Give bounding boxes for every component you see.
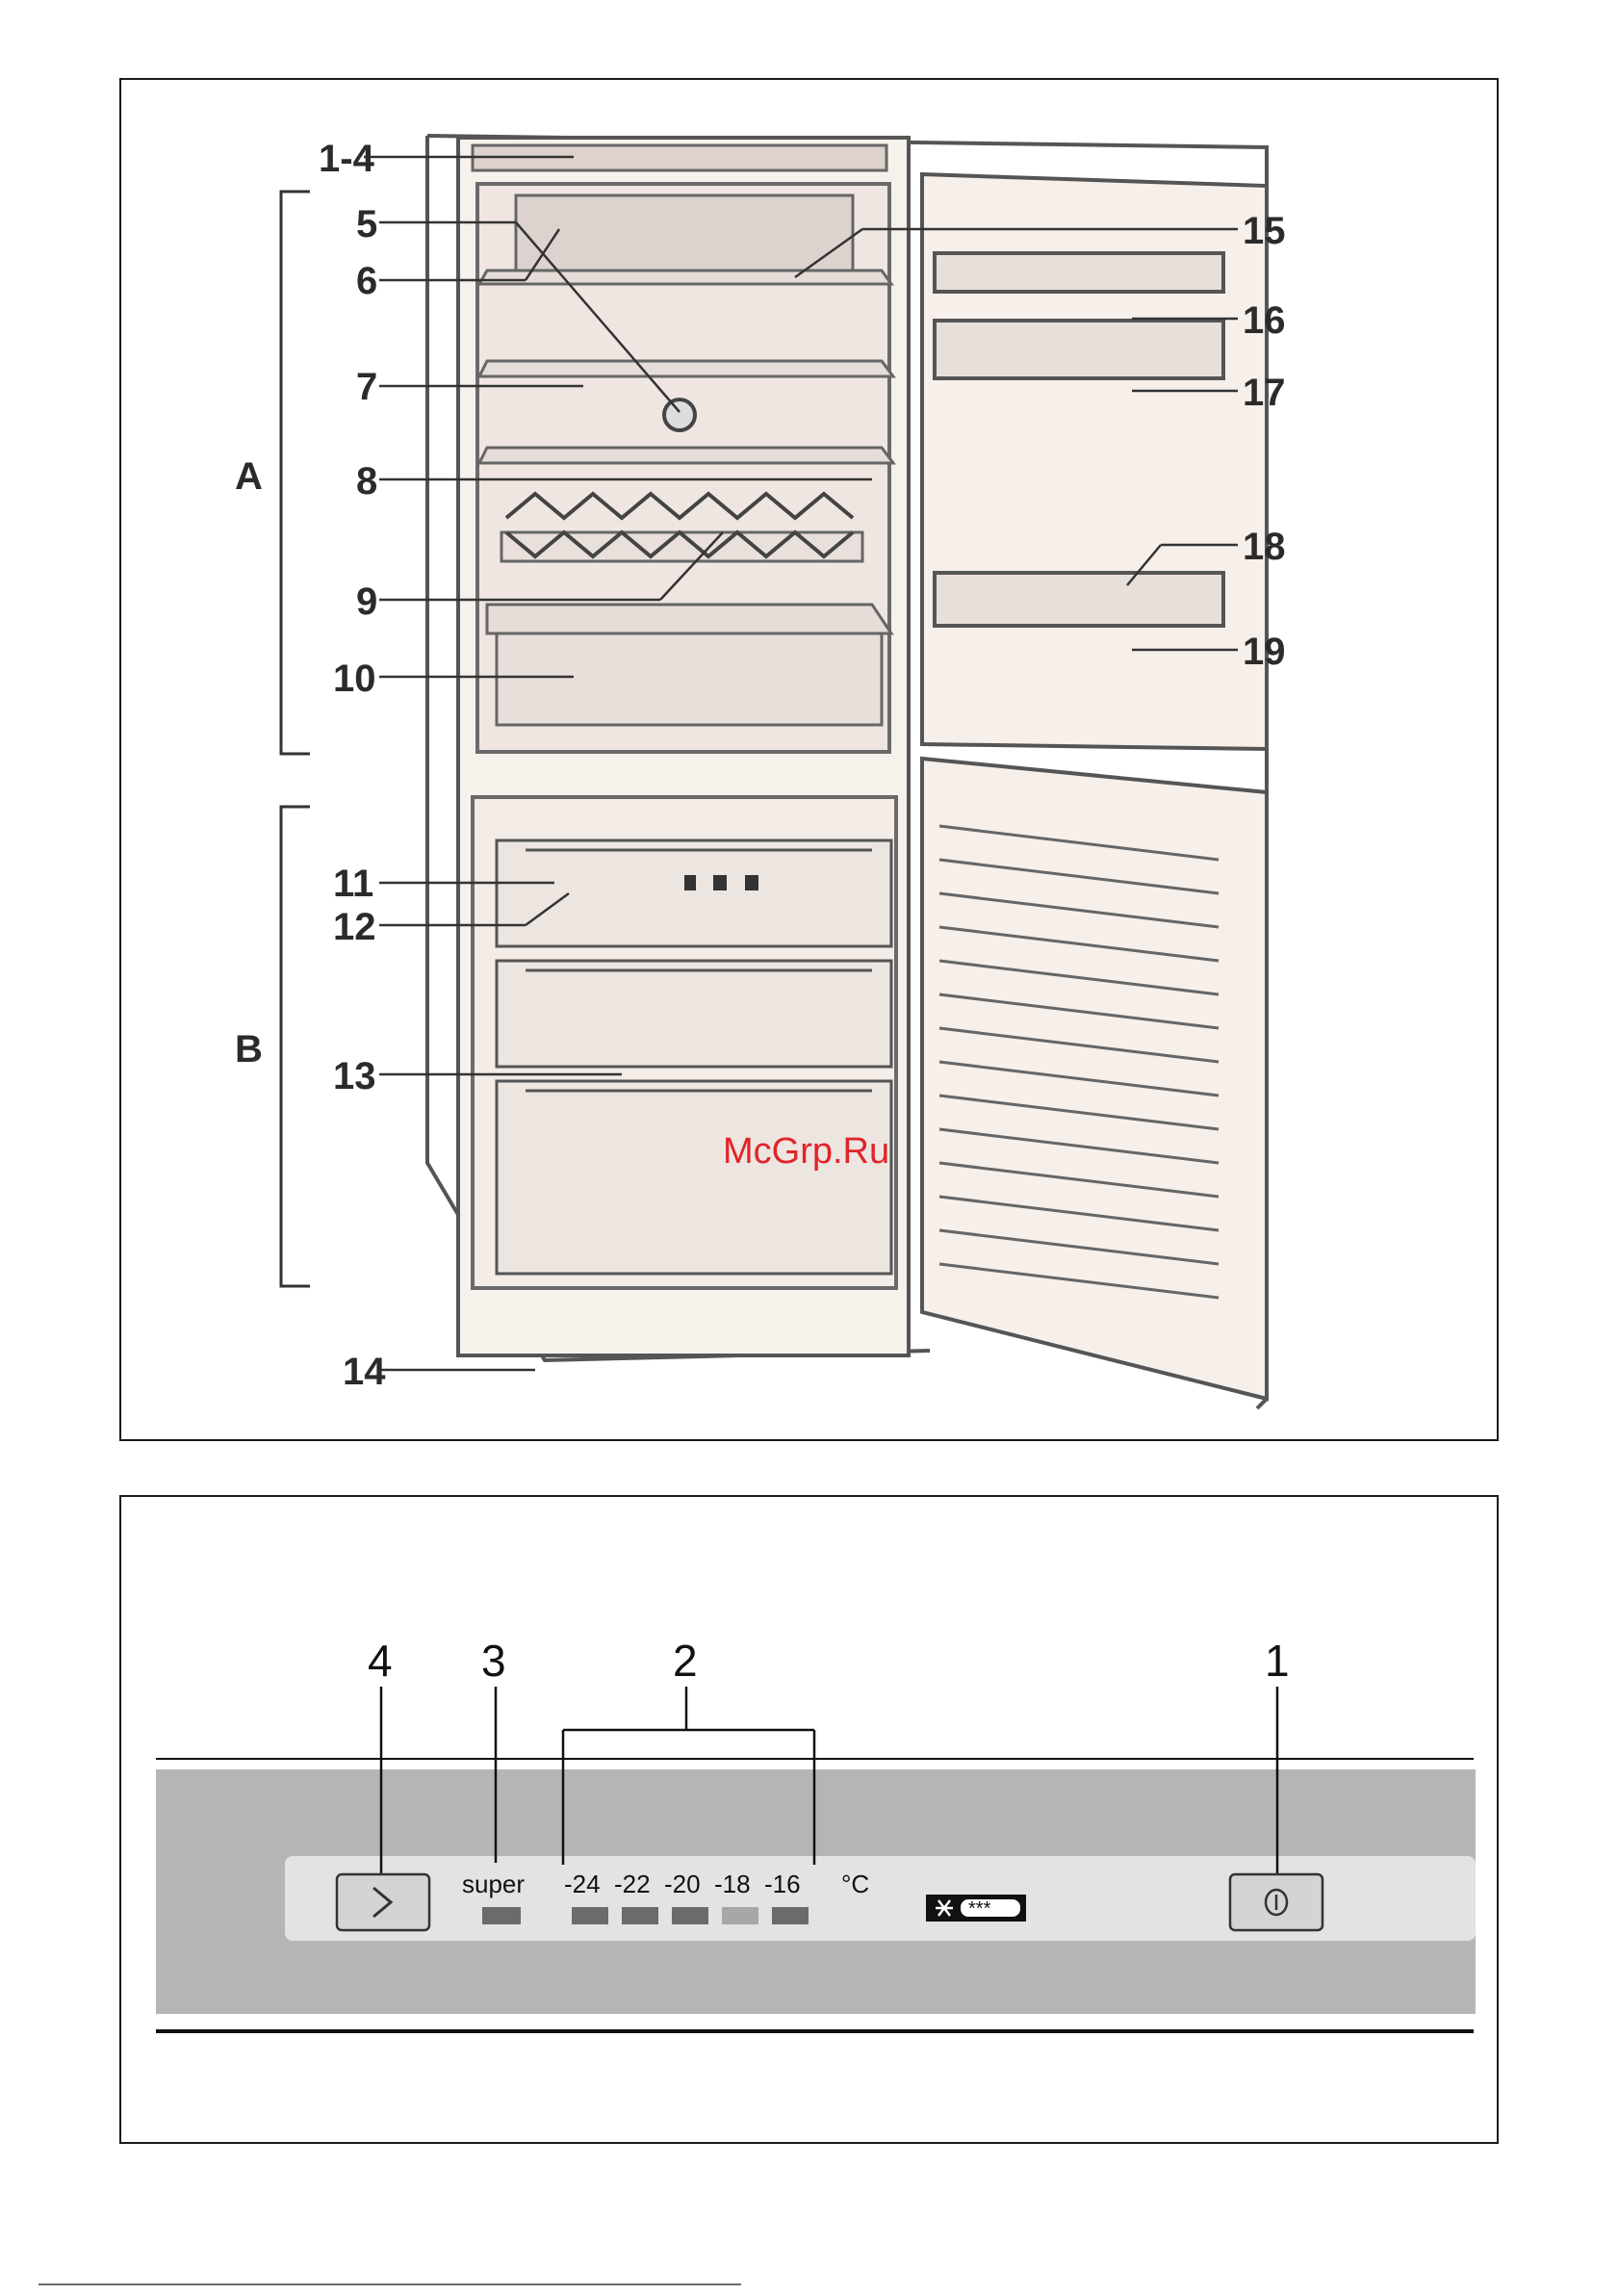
callout-19: 19 xyxy=(1243,631,1286,673)
temp-label-minus18: -18 xyxy=(714,1870,751,1898)
appliance-diagram: 1-4 5 6 7 8 9 10 11 12 13 14 15 16 17 18… xyxy=(121,80,1497,1439)
callout-14: 14 xyxy=(343,1351,386,1393)
freezer-drawers xyxy=(497,840,891,1274)
temp-indicator-minus18 xyxy=(722,1907,758,1924)
callout-7: 7 xyxy=(356,366,377,408)
callout-12: 12 xyxy=(333,906,376,948)
callout-18: 18 xyxy=(1243,526,1286,568)
control-panel-figure: 4 3 2 1 super -24 -22 -20 -18 -16 °C xyxy=(119,1495,1499,2144)
temperature-sensor xyxy=(664,400,695,430)
super-indicator xyxy=(482,1907,521,1924)
control-panel-diagram: 4 3 2 1 super -24 -22 -20 -18 -16 °C xyxy=(121,1497,1497,2142)
callout-8: 8 xyxy=(356,460,377,503)
star-rating: *** xyxy=(968,1898,991,1920)
callout-9: 9 xyxy=(356,580,377,623)
unit-label: °C xyxy=(841,1870,869,1898)
temp-label-minus22: -22 xyxy=(614,1870,651,1898)
temp-label-minus16: -16 xyxy=(764,1870,801,1898)
fridge-shelves xyxy=(479,195,893,725)
temp-indicator-minus20 xyxy=(672,1907,708,1924)
callout-10: 10 xyxy=(333,658,376,700)
temp-indicator-minus16 xyxy=(772,1907,809,1924)
ice-indicator xyxy=(684,875,758,890)
callout-3: 3 xyxy=(481,1636,506,1686)
temp-indicator-minus22 xyxy=(622,1907,658,1924)
callout-2: 2 xyxy=(673,1636,698,1686)
callout-17: 17 xyxy=(1243,372,1286,414)
temp-label-minus20: -20 xyxy=(664,1870,701,1898)
next-button[interactable] xyxy=(337,1874,429,1930)
section-bracket-b xyxy=(281,807,310,1286)
super-label: super xyxy=(462,1870,525,1898)
section-label-b: B xyxy=(235,1028,263,1071)
callout-11: 11 xyxy=(333,863,373,905)
watermark: McGrp.Ru xyxy=(723,1131,889,1172)
callout-6: 6 xyxy=(356,260,377,302)
appliance-overview-figure: 1-4 5 6 7 8 9 10 11 12 13 14 15 16 17 18… xyxy=(119,78,1499,1441)
power-button[interactable] xyxy=(1230,1874,1323,1930)
temp-indicator-minus24 xyxy=(572,1907,608,1924)
temp-label-minus24: -24 xyxy=(564,1870,601,1898)
callout-13: 13 xyxy=(333,1055,376,1097)
callout-15: 15 xyxy=(1243,210,1286,252)
callout-1: 1 xyxy=(1265,1636,1290,1686)
freezer-door xyxy=(922,759,1267,1399)
section-label-a: A xyxy=(235,455,263,498)
freezer-rating-badge: *** xyxy=(926,1895,1026,1922)
callout-1-4: 1-4 xyxy=(319,138,375,180)
callout-16: 16 xyxy=(1243,299,1286,342)
section-bracket-a xyxy=(281,192,310,754)
fridge-door xyxy=(922,174,1267,749)
callout-4: 4 xyxy=(368,1636,393,1686)
callout-5: 5 xyxy=(356,203,377,245)
page-bottom-rule xyxy=(39,2283,741,2285)
